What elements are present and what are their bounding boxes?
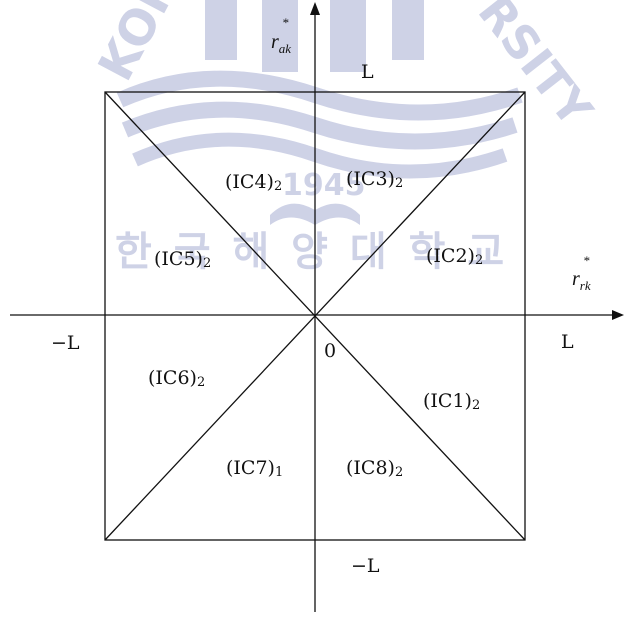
region-label-ic7: (IC7)1 (226, 457, 283, 480)
region-label-ic6: (IC6)2 (148, 367, 205, 390)
watermark-year: 1945 (282, 168, 366, 203)
bound-label-top: L (361, 61, 374, 83)
vertical-axis-arrow-icon (310, 2, 320, 15)
vertical-axis-label: rak (271, 31, 291, 56)
origin-label: 0 (324, 340, 336, 362)
region-label-ic2: (IC2)2 (426, 245, 483, 268)
horizontal-axis-label: rrk (572, 268, 591, 293)
bound-label-bottom: −L (351, 555, 380, 577)
region-label-ic1: (IC1)2 (423, 390, 480, 413)
horizontal-axis-arrow-icon (612, 310, 624, 320)
watermark-korean: 한 국 해 양 대 학 교 (115, 229, 508, 275)
horizontal-axis-superscript: * (583, 253, 590, 268)
university-seal-watermark: KORE RSITY 1945 한 국 해 양 대 학 교 (88, 0, 604, 275)
vertical-axis-superscript: * (282, 15, 289, 30)
bound-label-left: −L (51, 332, 80, 354)
region-label-ic4: (IC4)2 (225, 171, 282, 194)
region-boundaries (104, 91, 526, 541)
watermark-text-right: RSITY (468, 0, 604, 137)
region-label-ic8: (IC8)2 (346, 457, 403, 480)
bound-label-right: L (561, 331, 574, 353)
axes (10, 2, 624, 612)
bounding-square (104, 91, 526, 541)
region-label-ic5: (IC5)2 (154, 248, 211, 271)
diagonal-anti (104, 91, 526, 541)
region-label-ic3: (IC3)2 (346, 168, 403, 191)
